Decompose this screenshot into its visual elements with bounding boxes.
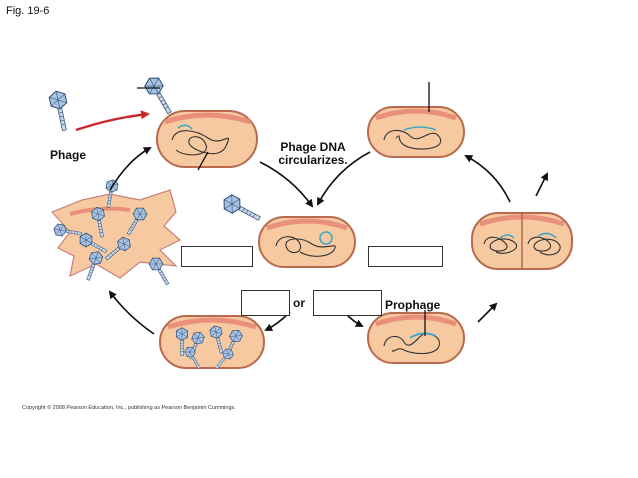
arrow-topright-to-center xyxy=(317,151,371,206)
or-label: or xyxy=(293,296,305,310)
phage-approaching xyxy=(219,192,264,227)
arrow-outgoing-top-right xyxy=(535,172,548,197)
prophage-label: Prophage xyxy=(385,298,441,312)
cell-top-right xyxy=(367,106,465,158)
cell-lysed xyxy=(50,178,182,288)
phage-label: Phage xyxy=(50,148,87,162)
arrow-dividing-to-topright xyxy=(464,155,511,203)
blank-label-box-lysogenic xyxy=(313,290,382,316)
pointer-line-cell-dna xyxy=(197,151,209,171)
figure-label: Fig. 19-6 xyxy=(6,5,50,17)
blank-label-box-right xyxy=(368,246,443,267)
arrow-infection-to-center xyxy=(259,161,314,208)
copyright-notice: Copyright © 2008 Pearson Education, Inc.… xyxy=(22,405,236,411)
dna-circularizes-label: Phage DNA circularizes. xyxy=(278,140,348,167)
arrow-phage-attaches xyxy=(75,110,150,132)
blank-label-box-lytic xyxy=(241,290,290,316)
arrow-prophage-to-dividing xyxy=(477,302,498,323)
cell-dividing xyxy=(471,212,573,270)
blank-label-box-left xyxy=(181,246,253,267)
cell-center xyxy=(258,216,356,268)
arrow-lysed-to-infection xyxy=(109,147,152,191)
cell-infection xyxy=(156,110,258,168)
cell-prophage xyxy=(367,312,465,364)
phage-injecting xyxy=(142,73,177,118)
phage-free xyxy=(47,89,73,133)
cell-lytic-filled xyxy=(159,315,265,372)
arrow-lytic-to-lysed xyxy=(108,290,155,335)
